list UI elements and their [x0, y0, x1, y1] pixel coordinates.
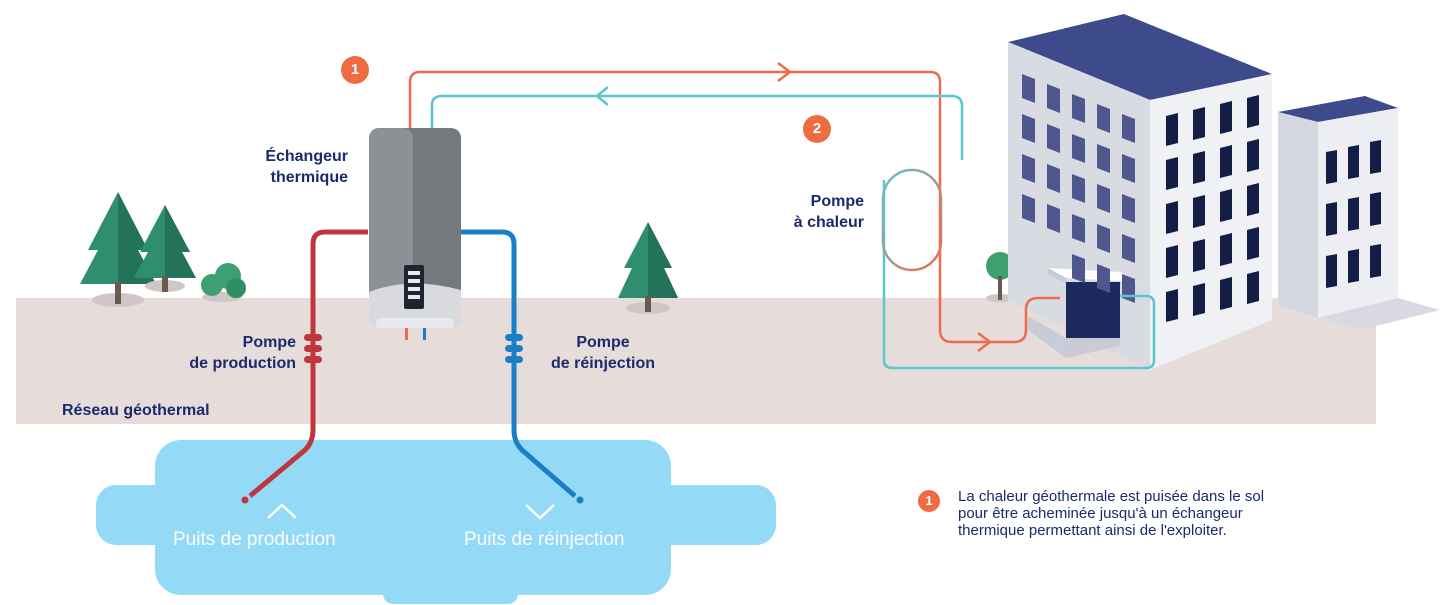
window — [1166, 245, 1178, 278]
production-well-label: Puits de production — [173, 529, 336, 550]
window — [1072, 134, 1085, 163]
window — [1022, 114, 1035, 143]
window — [1166, 201, 1178, 234]
window — [1326, 254, 1337, 288]
window — [1348, 249, 1359, 283]
flow-arrow-icon — [595, 86, 609, 106]
legend-text: La chaleur géothermale est puisée dans l… — [958, 488, 1265, 539]
window — [1247, 139, 1259, 172]
geothermal-network-label: Réseau géothermal — [62, 402, 210, 419]
window — [1348, 145, 1359, 179]
window — [1047, 164, 1060, 193]
window — [1370, 192, 1381, 226]
window — [1122, 234, 1135, 263]
window — [1097, 144, 1110, 173]
window — [1220, 145, 1232, 178]
flow-arrow-icon — [977, 332, 993, 352]
production-pump-icon — [304, 334, 322, 363]
window — [1326, 150, 1337, 184]
window — [1247, 227, 1259, 260]
window — [1247, 183, 1259, 216]
window — [1193, 195, 1205, 228]
down-arrow-icon — [525, 504, 555, 520]
window — [1047, 84, 1060, 113]
conifer-tree-icon — [618, 222, 678, 314]
window — [1247, 271, 1259, 304]
reinjection-well-label: Puits de réinjection — [464, 529, 625, 550]
reinjection-pump-label: Pompe de réinjection — [550, 334, 656, 372]
window — [1220, 189, 1232, 222]
window — [1122, 274, 1135, 303]
cold-loop-pipe — [430, 94, 964, 160]
window — [1220, 101, 1232, 134]
window — [1193, 239, 1205, 272]
legend-badge: 1 — [918, 490, 940, 512]
window — [1097, 184, 1110, 213]
window — [1047, 124, 1060, 153]
production-pump-label: Pompe de production — [189, 334, 296, 372]
window — [1097, 264, 1110, 293]
step-badge-2: 2 — [803, 115, 831, 143]
reinjection-pump-icon — [505, 334, 523, 363]
window — [1022, 154, 1035, 183]
building-icon — [1008, 14, 1440, 370]
window — [1220, 233, 1232, 266]
hot-loop-pipe — [408, 70, 1060, 344]
window — [1193, 107, 1205, 140]
window — [1370, 244, 1381, 278]
heat-pump-loop — [881, 168, 943, 272]
window — [1166, 157, 1178, 190]
window — [1122, 154, 1135, 183]
heat-pump-label: Pompe à chaleur — [793, 193, 864, 231]
heat-exchanger-icon — [369, 128, 461, 340]
conifer-tree-icon — [80, 192, 156, 307]
building-windows — [1326, 140, 1381, 288]
window — [1220, 277, 1232, 310]
cold-loop-return — [882, 180, 1156, 370]
window — [1072, 214, 1085, 243]
window — [1072, 174, 1085, 203]
window — [1047, 204, 1060, 233]
flow-arrow-icon — [777, 62, 793, 82]
window — [1122, 114, 1135, 143]
window — [1097, 104, 1110, 133]
window — [1348, 197, 1359, 231]
window — [1193, 283, 1205, 316]
conifer-tree-icon — [134, 205, 196, 292]
window — [1072, 94, 1085, 123]
window — [1326, 202, 1337, 236]
bush-icon — [201, 263, 246, 302]
window — [1247, 95, 1259, 128]
window — [1193, 151, 1205, 184]
up-arrow-icon — [267, 503, 297, 519]
window — [1370, 140, 1381, 174]
bush-icon — [986, 252, 1014, 302]
step-badge-1: 1 — [341, 56, 369, 84]
window — [1122, 194, 1135, 223]
window — [1166, 113, 1178, 146]
window — [1022, 194, 1035, 223]
aquifer — [96, 440, 776, 604]
building-windows — [1166, 95, 1259, 322]
window — [1072, 254, 1085, 283]
window — [1166, 289, 1178, 322]
window — [1022, 74, 1035, 103]
exchanger-label: Échangeur thermique — [265, 148, 348, 186]
window — [1097, 224, 1110, 253]
